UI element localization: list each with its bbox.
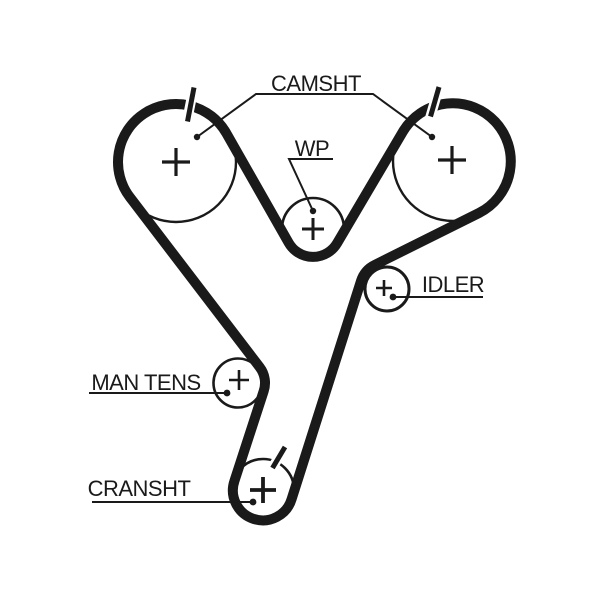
camshaft-right-timing-mark <box>428 86 442 118</box>
water-pump-center-mark <box>302 218 324 240</box>
idler-pulley <box>363 265 411 313</box>
timing-belt <box>113 98 516 526</box>
camshaft-leader-line <box>196 93 433 138</box>
manual-tensioner-label: MAN TENS <box>91 370 200 395</box>
water-pump-leader-line <box>287 158 333 212</box>
idler-center-mark <box>376 280 392 296</box>
camshaft-right-center-mark <box>438 146 466 174</box>
water-pump-label: WP <box>295 136 329 161</box>
manual-tensioner-center-mark <box>229 370 249 390</box>
camshaft-left-leader-dot <box>193 133 201 141</box>
manual-tensioner-leader-dot <box>223 389 231 397</box>
crankshaft-center-mark <box>250 477 276 503</box>
idler-label: IDLER <box>422 272 484 297</box>
crankshaft-leader-dot <box>249 498 257 506</box>
camshaft-right-leader-dot <box>428 133 436 141</box>
camshaft-left-timing-mark <box>185 87 197 122</box>
camshaft-left-center-mark <box>162 148 190 176</box>
water-pump-leader-dot <box>309 207 317 215</box>
camshaft-label: CAMSHT <box>271 71 361 96</box>
crankshaft-timing-mark <box>270 445 288 470</box>
crankshaft-label: CRANSHT <box>88 476 191 501</box>
idler-leader-dot <box>389 293 397 301</box>
